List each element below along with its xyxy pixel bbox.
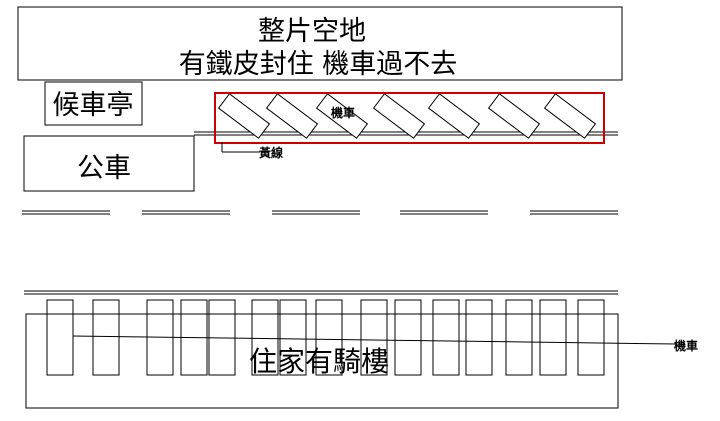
vacant-lot: 整片空地 有鐵皮封住 機車過不去 bbox=[17, 6, 623, 81]
lane-divider bbox=[22, 210, 618, 215]
scooter-shape bbox=[465, 299, 493, 376]
scooter-label-top: 機車 bbox=[331, 105, 355, 120]
bus-label: 公車 bbox=[77, 153, 131, 184]
arcade-scooters bbox=[46, 299, 605, 376]
scooter-shape bbox=[577, 299, 605, 376]
yellow-line-label: 黃線 bbox=[258, 145, 283, 160]
scooter-shape bbox=[315, 299, 343, 376]
vacant-lot-note: 有鐵皮封住 機車過不去 bbox=[179, 49, 458, 80]
scooter-shape bbox=[539, 299, 567, 376]
scooter-label-right: 機車 bbox=[674, 338, 698, 353]
scooter-shape bbox=[46, 299, 74, 376]
residential-building: 住家有騎樓 bbox=[25, 313, 619, 409]
scooter-shape bbox=[217, 93, 271, 139]
lower-curb-line bbox=[24, 290, 618, 295]
scooter-shape bbox=[487, 93, 541, 139]
scooter-shape bbox=[372, 93, 426, 139]
scooter-shape bbox=[427, 93, 481, 139]
bus-stop-label: 候車亭 bbox=[53, 90, 134, 121]
scooter-pointer: 機車 bbox=[72, 335, 698, 353]
scooter-shape bbox=[92, 299, 120, 376]
parked-scooters bbox=[217, 93, 597, 139]
scooter-shape bbox=[432, 299, 460, 376]
vacant-lot-title: 整片空地 bbox=[258, 16, 366, 47]
residential-label: 住家有騎樓 bbox=[249, 345, 389, 378]
scooter-shape bbox=[279, 299, 307, 376]
scooter-shape bbox=[315, 93, 369, 139]
scooter-shape bbox=[505, 299, 533, 376]
scooter-shape bbox=[251, 299, 279, 376]
bus: 公車 bbox=[23, 135, 195, 192]
bus-stop: 候車亭 bbox=[44, 81, 143, 126]
highlight-box bbox=[214, 92, 605, 144]
scooter-shape bbox=[360, 299, 388, 376]
scooter-shape bbox=[394, 299, 422, 376]
yellow-line-annotation: 黃線 bbox=[221, 142, 283, 160]
scooter-shape bbox=[265, 93, 319, 139]
scooter-shape bbox=[543, 93, 597, 139]
